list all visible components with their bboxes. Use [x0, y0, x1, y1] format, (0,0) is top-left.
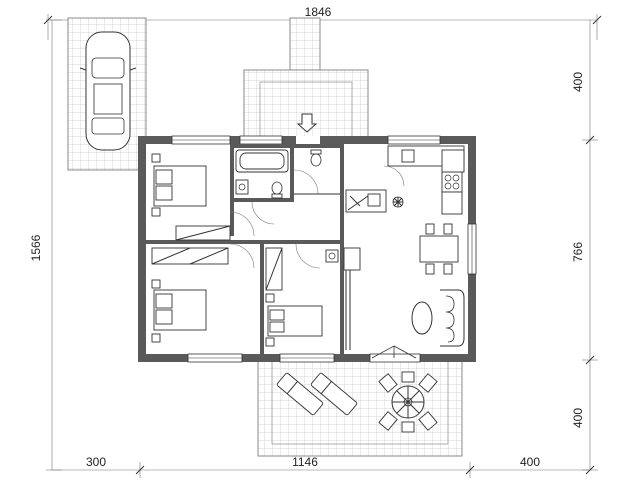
kitchen-counter-island [345, 189, 387, 213]
fan-icon [392, 196, 404, 208]
dim-top-total: 1846 [305, 5, 332, 19]
bed-bottom-left [151, 279, 207, 343]
lounger-left [276, 372, 324, 416]
door-swing-bath [251, 201, 275, 225]
wardrobe-top-left [175, 225, 231, 241]
toilet-wc [310, 149, 322, 167]
door-swing-bedroom-2 [229, 243, 255, 269]
bed-top-left [151, 153, 207, 217]
car-icon [79, 31, 137, 151]
door-swing-wc [293, 169, 319, 195]
dining-table [419, 223, 459, 275]
coffee-table [411, 301, 433, 335]
boiler [325, 249, 339, 263]
toilet-bath [271, 181, 283, 199]
door-swing-bedroom-1 [229, 211, 255, 237]
dim-right-bottom: 400 [571, 408, 585, 428]
dim-left-total: 1566 [29, 234, 43, 261]
stove-icon [441, 171, 463, 193]
dim-right-top: 400 [571, 72, 585, 92]
terrace-door [371, 345, 417, 359]
lounger-right [310, 372, 358, 416]
sliding-wall [345, 260, 351, 350]
dim-bottom-middle: 1146 [292, 455, 318, 469]
wardrobe-bottom-middle [265, 247, 283, 291]
bed-bottom-middle [265, 293, 323, 347]
dim-bottom-left: 300 [86, 455, 106, 469]
sofa-corner [440, 289, 465, 347]
dim-bottom-right: 400 [520, 455, 540, 469]
interior-walls [146, 144, 344, 354]
sink-bath [235, 179, 249, 195]
dim-right-middle: 766 [571, 242, 585, 262]
down-arrow-icon [296, 113, 318, 133]
bathtub [235, 149, 289, 173]
kitchen-counter-side [441, 149, 465, 215]
door-swing-bedroom-3 [295, 243, 321, 269]
wardrobe-bottom-left [151, 247, 229, 265]
entrance-path [289, 17, 321, 71]
door-swing-kitchen [383, 165, 405, 187]
patio-table-set [378, 371, 438, 433]
storage-unit [343, 247, 361, 271]
dimension-lines [43, 14, 602, 478]
terrace-paving [257, 357, 463, 457]
